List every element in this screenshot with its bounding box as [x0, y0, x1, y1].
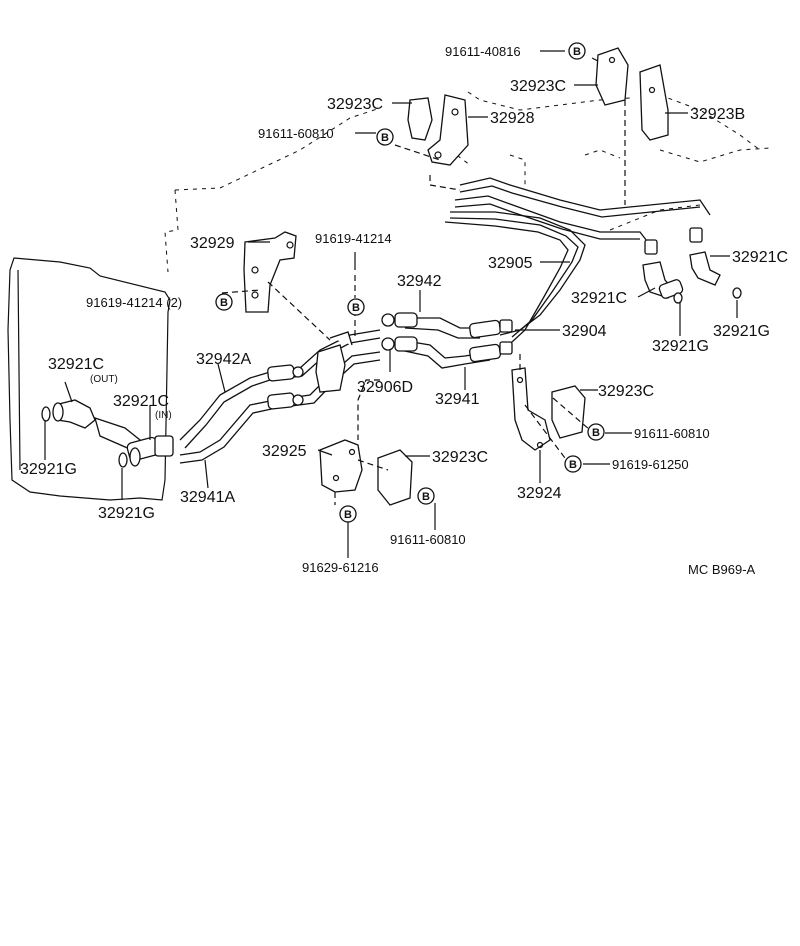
label-32921G-left: 32921G [20, 461, 77, 478]
badge-letter: B [344, 509, 352, 521]
label-91611-60810-top: 91611-60810 [258, 126, 334, 141]
label-91611-60810-bot: 91611-60810 [390, 532, 466, 547]
b-badge-91619-41214-top: B [347, 298, 365, 316]
b-badge-91629-61216: B [339, 505, 357, 523]
label-91629-61216: 91629-61216 [302, 560, 379, 575]
label-32942: 32942 [397, 273, 442, 290]
label-32921C-in: 32921C [113, 393, 169, 410]
engine-outline [164, 91, 771, 273]
badge-letter: B [592, 427, 600, 439]
b-badge-91611-40816: B [568, 42, 586, 60]
label-out-tag: (OUT) [90, 374, 118, 385]
clamp-32923C-top [595, 47, 629, 106]
label-32925: 32925 [262, 443, 307, 460]
diagram-code: MC B969-A [688, 562, 756, 577]
badge-letter: B [381, 132, 389, 144]
label-91611-60810-right: 91611-60810 [634, 426, 710, 441]
assembly-guides [221, 57, 626, 505]
badge-letter: B [422, 491, 430, 503]
right-fittings [642, 227, 742, 304]
label-32921G-bot: 32921G [98, 505, 155, 522]
b-badge-91619-41214-left: B [215, 293, 233, 311]
label-91611-40816: 91611-40816 [445, 44, 521, 59]
clamp-32923B [639, 64, 669, 141]
bracket-32906D [315, 331, 353, 393]
bracket-32929 [243, 231, 297, 313]
b-badge-91611-60810-top: B [376, 128, 394, 146]
label-91619-41214-top: 91619-41214 [315, 231, 392, 246]
bracket-32924 [511, 367, 586, 451]
label-32921G-mid: 32921G [652, 338, 709, 355]
label-32923C-low: 32923C [598, 383, 654, 400]
upper-pipe-bundle [444, 177, 711, 349]
b-badge-91619-61250: B [564, 455, 582, 473]
label-32921C-right: 32921C [732, 249, 788, 266]
label-32921C-mid: 32921C [571, 290, 627, 307]
radiator-fittings [41, 399, 174, 468]
bracket-32925 [319, 439, 413, 506]
badge-letter: B [220, 297, 228, 309]
badge-letter: B [573, 46, 581, 58]
label-32923C-mid: 32923C [327, 96, 383, 113]
label-32921C-out: 32921C [48, 356, 104, 373]
label-32924: 32924 [517, 485, 562, 502]
label-32905: 32905 [488, 255, 533, 272]
bracket-32928 [427, 94, 469, 166]
leader-lines [44, 50, 738, 558]
badge-letter: B [569, 459, 577, 471]
label-91619-61250: 91619-61250 [612, 457, 689, 472]
label-32923C-top: 32923C [510, 78, 566, 95]
label-32923B: 32923B [690, 106, 745, 123]
middle-hoses [381, 312, 513, 369]
label-32906D: 32906D [357, 379, 413, 396]
b-badge-91611-60810-right: B [587, 423, 605, 441]
label-91619-41214-left: 91619-41214 (2) [86, 295, 182, 310]
badge-letter: B [352, 302, 360, 314]
part-labels: 91611-40816 32923C 32923B 32923C 32928 9… [20, 44, 788, 577]
label-32929: 32929 [190, 235, 235, 252]
label-32921G-right: 32921G [713, 323, 770, 340]
clamp-32923C-mid [407, 97, 433, 141]
label-32923C-bot: 32923C [432, 449, 488, 466]
label-32941A: 32941A [180, 489, 235, 506]
label-32941: 32941 [435, 391, 480, 408]
label-32928: 32928 [490, 110, 535, 127]
label-in-tag: (IN) [155, 410, 172, 421]
b-badge-91611-60810-bot: B [417, 487, 435, 505]
label-32904: 32904 [562, 323, 607, 340]
radiator-outline [7, 257, 171, 501]
label-32942A: 32942A [196, 351, 251, 368]
